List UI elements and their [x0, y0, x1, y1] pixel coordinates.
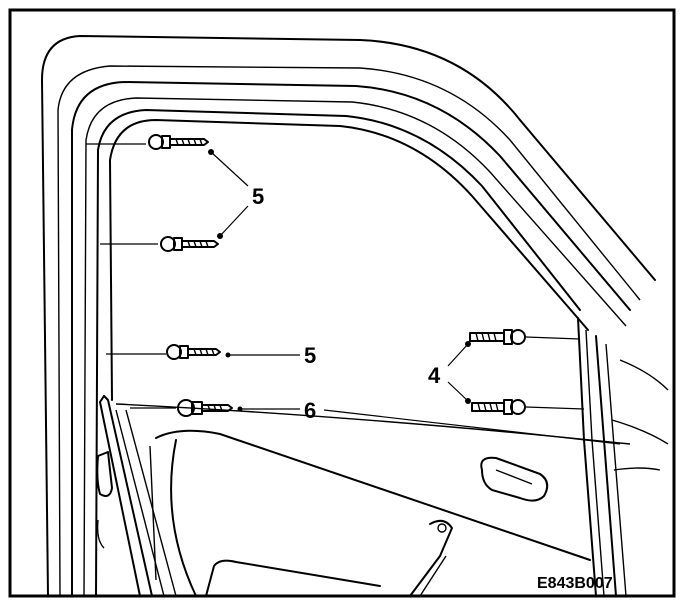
fastener-clip-six — [130, 399, 233, 417]
door-outline — [41, 35, 669, 597]
figure-id: E843B007 — [537, 575, 613, 592]
frame-border — [8, 8, 676, 598]
callout-leaders — [208, 149, 621, 445]
fastener-right-lower — [471, 399, 585, 415]
fastener-third — [106, 344, 221, 360]
fastener-right-upper — [469, 329, 581, 345]
inner-panel — [96, 395, 631, 597]
callout-6: 6 — [304, 398, 316, 423]
fastener-upper — [86, 134, 209, 150]
callout-5-upper: 5 — [252, 184, 264, 209]
callout-5-middle: 5 — [304, 343, 316, 368]
callout-4: 4 — [428, 363, 441, 388]
fastener-second — [100, 236, 219, 252]
